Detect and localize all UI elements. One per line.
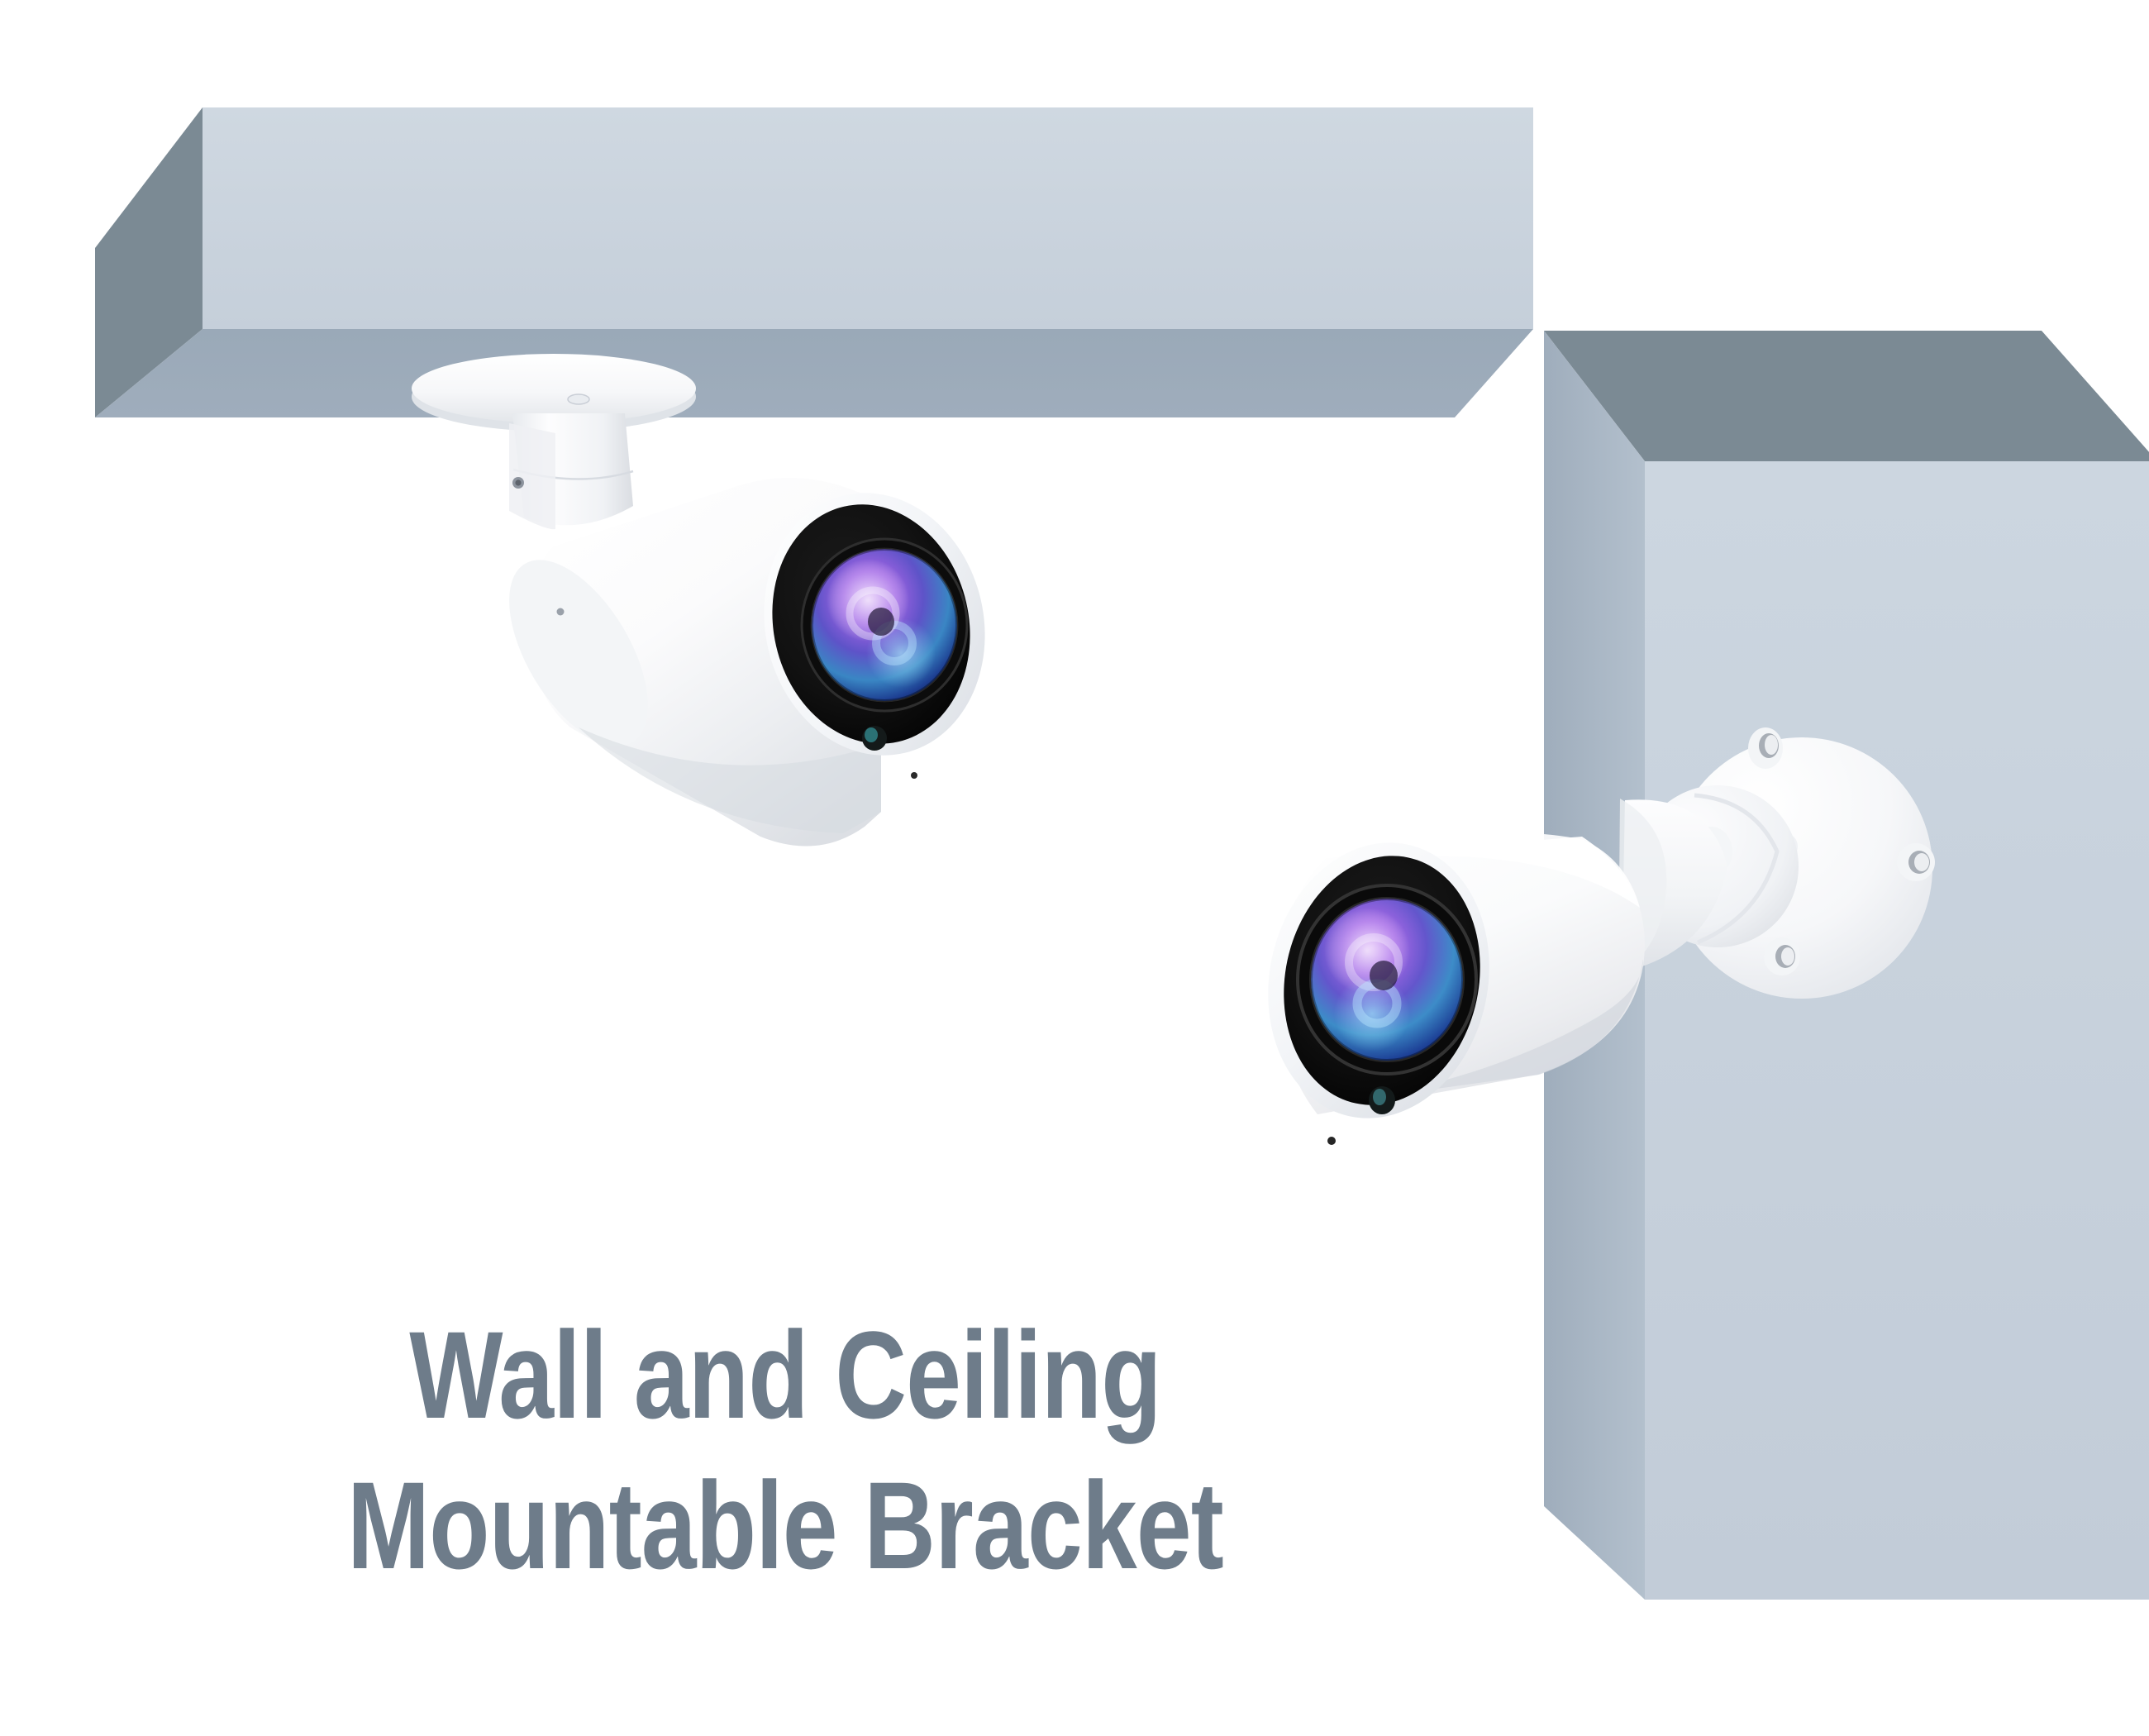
- ceiling-body-vent: [556, 608, 565, 616]
- ceiling-hood-screw: [911, 772, 917, 779]
- ceiling-camera-back-cap: [509, 560, 648, 746]
- wall-plate-screw-bottom: [1764, 937, 1800, 975]
- wall-plate-screw-right: [1897, 843, 1935, 881]
- ceiling-front-face: [203, 107, 1533, 329]
- wall-top-face: [1544, 331, 2149, 461]
- wall-plate-screw-top: [1748, 727, 1783, 769]
- ceiling-end-face: [95, 107, 203, 417]
- ceiling-camera-lens-assembly: [764, 493, 985, 779]
- ceiling-mount-neck: [509, 413, 634, 530]
- wall-hood-screw: [1327, 1137, 1336, 1145]
- ceiling-plate-screw: [567, 393, 590, 405]
- wall-camera-lens-assembly: [1268, 842, 1489, 1145]
